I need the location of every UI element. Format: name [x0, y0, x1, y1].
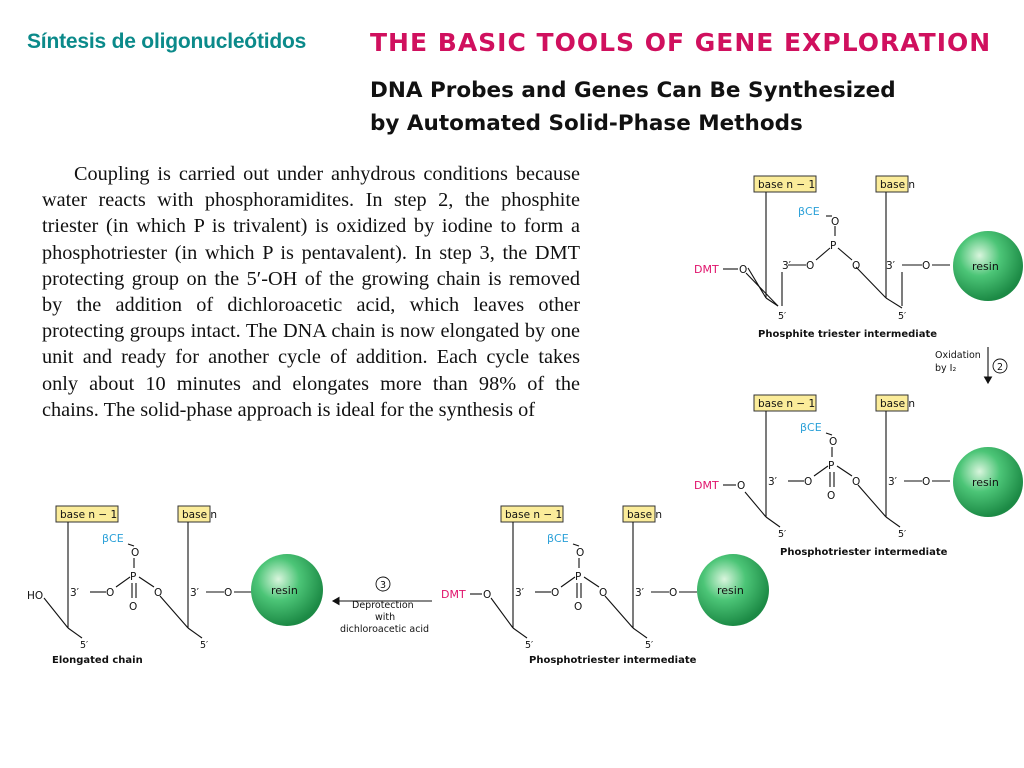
caption-elongated-chain: Elongated chain — [52, 655, 143, 666]
base-n-label: base n — [880, 179, 915, 191]
base-n-label: base n — [182, 509, 217, 521]
three-prime-label: 3′ — [70, 587, 80, 599]
step-3-circle — [375, 576, 391, 592]
base-n-minus-1-box — [753, 394, 817, 412]
base-n-box — [875, 394, 909, 412]
slide-title: Síntesis de oligonucleótidos — [27, 30, 307, 53]
oxidation-label-line-1: Oxidation — [935, 350, 981, 361]
oxygen-label: O — [852, 476, 860, 488]
phosphotriester-molecule-right: base n − 1 base n 3′ O P O O βCE O 3′ O … — [753, 394, 950, 540]
five-prime-label: 5′ — [898, 529, 906, 540]
resin-bead — [953, 447, 1023, 517]
base-n-box — [875, 175, 909, 193]
oxygen-label: O — [804, 476, 812, 488]
elongated-chain-molecule: base n − 1 base n 3′ O P O O βCE O 3′ O … — [55, 505, 252, 651]
oxygen-label: O — [129, 601, 137, 613]
three-prime-label: 3′ — [635, 587, 645, 599]
resin-label: resin — [972, 260, 999, 273]
deprotection-label-line-3: dichloroacetic acid — [340, 624, 429, 635]
resin-label: resin — [972, 476, 999, 489]
three-prime-label: 3′ — [515, 587, 525, 599]
three-prime-label: 3′ — [782, 260, 792, 272]
oxygen-label: O — [922, 260, 930, 272]
base-n-minus-1-label: base n − 1 — [60, 509, 117, 521]
oxidation-label-line-2: by I₂ — [935, 363, 956, 374]
five-prime-label: 5′ — [778, 529, 786, 540]
beta-ce-label: βCE — [798, 205, 820, 218]
five-prime-label: 5′ — [898, 311, 906, 322]
base-n-minus-1-box — [753, 175, 817, 193]
beta-ce-label: βCE — [547, 532, 569, 545]
resin-bead — [697, 554, 769, 626]
five-prime-label: 5′ — [645, 640, 653, 651]
oxygen-label: O — [737, 480, 745, 492]
dmt-label: DMT — [694, 479, 719, 492]
resin-label: resin — [717, 584, 744, 597]
oxygen-label: O — [922, 476, 930, 488]
resin-bead — [953, 231, 1023, 301]
resin-label: resin — [271, 584, 298, 597]
five-prime-label: 5′ — [80, 640, 88, 651]
oxygen-label: O — [669, 587, 677, 599]
oxygen-label: O — [831, 216, 839, 228]
oxygen-label: O — [224, 587, 232, 599]
oxygen-label: O — [574, 601, 582, 613]
caption-phosphotriester-right: Phosphotriester intermediate — [780, 547, 948, 558]
three-prime-label: 3′ — [190, 587, 200, 599]
base-n-minus-1-box — [500, 505, 564, 523]
caption-phosphotriester-bottom: Phosphotriester intermediate — [529, 655, 697, 666]
section-title: DNA Probes and Genes Can Be Synthesized … — [370, 74, 896, 140]
oxygen-label: O — [852, 260, 860, 272]
phosphorus-label: P — [575, 571, 581, 583]
step-3-number: 3 — [380, 580, 386, 591]
three-prime-label: 3′ — [888, 476, 898, 488]
base-n-label: base n — [627, 509, 662, 521]
dmt-label: DMT — [694, 263, 719, 276]
phosphorus-label: P — [830, 240, 836, 252]
beta-ce-label: βCE — [102, 532, 124, 545]
oxygen-label: O — [739, 264, 747, 276]
phosphite-triester-molecule: base n − 1 base n 3′ O P O O βCE 3′ O 5′… — [747, 175, 950, 322]
oxygen-label: O — [483, 589, 491, 601]
base-n-minus-1-box — [55, 505, 119, 523]
deprotection-label-line-1: Deprotection — [352, 600, 414, 611]
caption-phosphite-triester: Phosphite triester intermediate — [758, 329, 937, 340]
oxygen-label: O — [576, 547, 584, 559]
deprotection-label-line-2: with — [375, 612, 395, 623]
chapter-title: THE BASIC TOOLS OF GENE EXPLORATION — [370, 28, 992, 57]
base-n-box — [622, 505, 656, 523]
phosphotriester-molecule-bottom: base n − 1 base n 3′ O P O O βCE O 3′ O … — [500, 505, 697, 651]
section-title-line-1: DNA Probes and Genes Can Be Synthesized — [370, 78, 896, 103]
phosphorus-label: P — [828, 460, 834, 472]
section-title-line-2: by Automated Solid-Phase Methods — [370, 111, 803, 136]
step-2-number: 2 — [997, 362, 1003, 373]
oxygen-label: O — [806, 260, 814, 272]
base-n-minus-1-label: base n − 1 — [758, 179, 815, 191]
oxygen-label: O — [829, 436, 837, 448]
body-text: Coupling is carried out under anhydrous … — [42, 161, 580, 431]
five-prime-label: 5′ — [200, 640, 208, 651]
hydroxyl-label: HO — [27, 590, 43, 602]
step-2-circle — [992, 358, 1008, 374]
oxygen-label: O — [154, 587, 162, 599]
oxygen-label: O — [827, 490, 835, 502]
dmt-label: DMT — [441, 588, 466, 601]
base-n-minus-1-label: base n − 1 — [505, 509, 562, 521]
oxygen-label: O — [131, 547, 139, 559]
oxygen-label: O — [106, 587, 114, 599]
five-prime-label: 5′ — [525, 640, 533, 651]
base-n-box — [177, 505, 211, 523]
oxygen-label: O — [551, 587, 559, 599]
base-n-label: base n — [880, 398, 915, 410]
five-prime-label: 5′ — [778, 311, 786, 322]
oxygen-label: O — [599, 587, 607, 599]
phosphorus-label: P — [130, 571, 136, 583]
body-paragraph: Coupling is carried out under anhydrous … — [42, 163, 580, 421]
three-prime-label: 3′ — [768, 476, 778, 488]
base-n-minus-1-label: base n − 1 — [758, 398, 815, 410]
beta-ce-label: βCE — [800, 421, 822, 434]
resin-bead — [251, 554, 323, 626]
three-prime-label: 3′ — [886, 260, 896, 272]
